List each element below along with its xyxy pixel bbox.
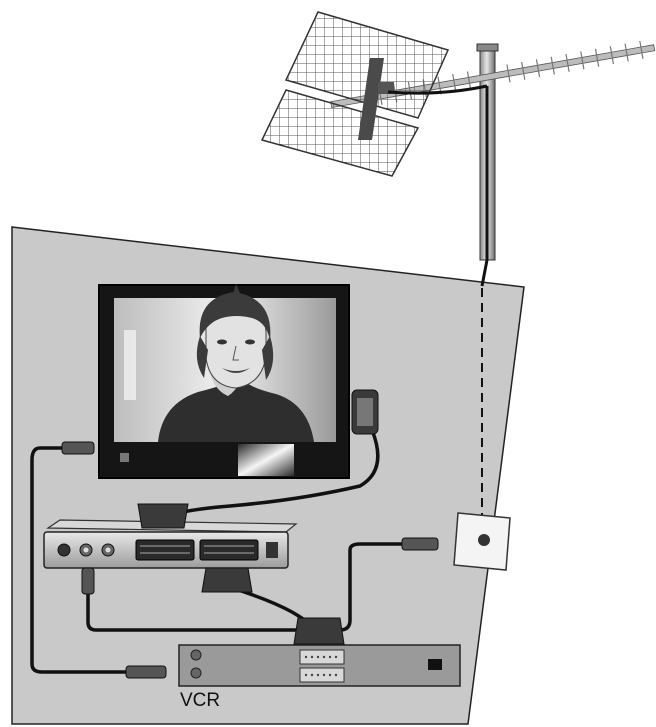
wall-socket-outlet [478, 534, 490, 546]
antenna [262, 12, 656, 260]
receiver-scart-plug-top [138, 504, 188, 528]
receiver-scart-1 [136, 540, 194, 560]
tv-front-panel-flap [238, 444, 294, 476]
television [99, 284, 349, 478]
vcr-jack-2 [191, 668, 201, 678]
vcr-jack-1 [191, 650, 201, 660]
vcr-label: VCR [180, 690, 220, 711]
vcr-power-socket [428, 659, 442, 670]
receiver-coax-plug [82, 568, 94, 594]
receiver-scart-2 [200, 540, 258, 560]
wall-coax-plug [402, 538, 438, 550]
vcr-coax-plug [126, 666, 166, 678]
tv-power-indicator [120, 453, 129, 462]
receiver-jack-1 [58, 544, 70, 556]
wall-socket [454, 513, 510, 570]
receiver-scart-plug-bottom [202, 568, 252, 592]
tv-coax-plug [62, 442, 94, 454]
receiver-power-socket [266, 542, 278, 558]
vcr-scart-plug [294, 618, 344, 644]
